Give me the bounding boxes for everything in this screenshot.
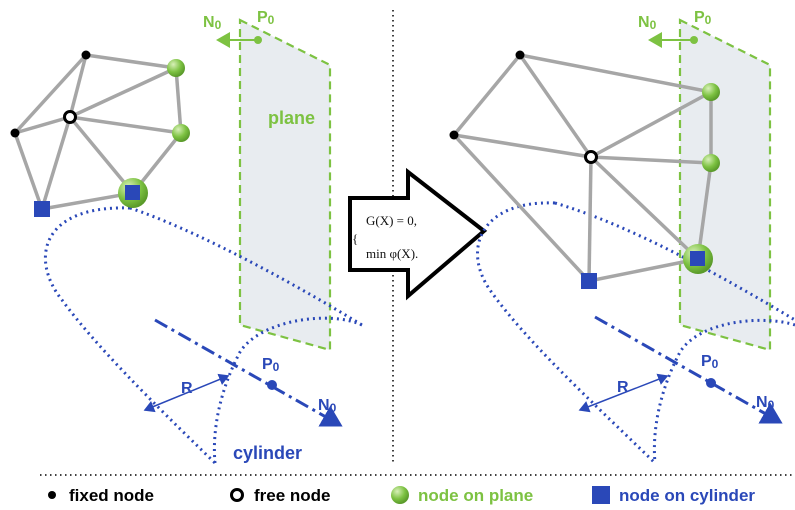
- legend: fixed node free node node on plane node …: [48, 486, 755, 505]
- plane-point-left: [254, 36, 262, 44]
- cylinder-node: [690, 251, 705, 266]
- point-label-left: P0: [257, 9, 275, 27]
- cylinder-point-right: [706, 378, 716, 388]
- plane-node: [167, 59, 185, 77]
- free-node: [584, 150, 598, 164]
- transform-arrow: { G(X) = 0, min φ(X).: [348, 167, 488, 301]
- plane-node: [702, 154, 720, 172]
- plane-point-right: [690, 36, 698, 44]
- fixed-node: [81, 50, 91, 60]
- free-node: [63, 110, 77, 124]
- cylinder-node: [581, 273, 597, 289]
- cylinder-right-front: [476, 201, 657, 465]
- cylinder-label: cylinder: [233, 443, 302, 463]
- cylinder-left-top: [129, 206, 363, 327]
- formula-constraint: G(X) = 0,: [366, 213, 417, 228]
- plane-right: [678, 18, 772, 352]
- plane-node: [702, 83, 720, 101]
- mesh-edges-right: [452, 53, 713, 283]
- fixed-node: [10, 128, 20, 138]
- plane-label: plane: [268, 108, 315, 128]
- cylinder-left-arc: [212, 316, 363, 464]
- cyl-normal-label-left: N0: [318, 397, 337, 415]
- legend-plane-node-icon: [391, 486, 409, 504]
- radius-label-right: R: [617, 379, 629, 396]
- formula-brace: {: [352, 231, 358, 246]
- legend-cylinder-node-label: node on cylinder: [619, 486, 755, 505]
- plane-left: [238, 18, 332, 352]
- point-label-right: P0: [694, 9, 712, 27]
- cylinder-node: [34, 201, 50, 217]
- cylinder-right-top: [554, 201, 795, 322]
- radius-arrow-left: [143, 373, 230, 413]
- right-panel: N0 P0 P0 N0 R: [449, 9, 795, 465]
- radius-arrow-right: [578, 373, 669, 413]
- normal-label-right: N0: [638, 14, 657, 32]
- legend-free-node-icon: [230, 488, 244, 502]
- cylinder-node: [125, 185, 140, 200]
- cyl-point-label-left: P0: [262, 356, 280, 374]
- mesh-edges-left: [13, 53, 183, 211]
- cylinder-axis-right: [594, 315, 783, 424]
- normal-label-left: N0: [203, 14, 222, 32]
- legend-fixed-node-icon: [48, 491, 56, 499]
- fixed-node: [515, 50, 525, 60]
- plane-node: [172, 124, 190, 142]
- cylinder-right-arc: [652, 318, 795, 464]
- legend-free-node-label: free node: [254, 486, 331, 505]
- legend-fixed-node-label: fixed node: [69, 486, 154, 505]
- fixed-node: [449, 130, 459, 140]
- cyl-point-label-right: P0: [701, 353, 719, 371]
- formula-objective: min φ(X).: [366, 246, 418, 261]
- cylinder-axis-left: [154, 318, 343, 427]
- cylinder-point-left: [267, 380, 277, 390]
- cylinder-left-front: [43, 206, 217, 465]
- legend-plane-node-label: node on plane: [418, 486, 533, 505]
- left-panel: N0 P0 plane P0 N0 R cylinder: [10, 9, 363, 465]
- legend-cylinder-node-icon: [592, 486, 610, 504]
- cyl-normal-label-right: N0: [756, 394, 775, 412]
- radius-label-left: R: [181, 380, 193, 397]
